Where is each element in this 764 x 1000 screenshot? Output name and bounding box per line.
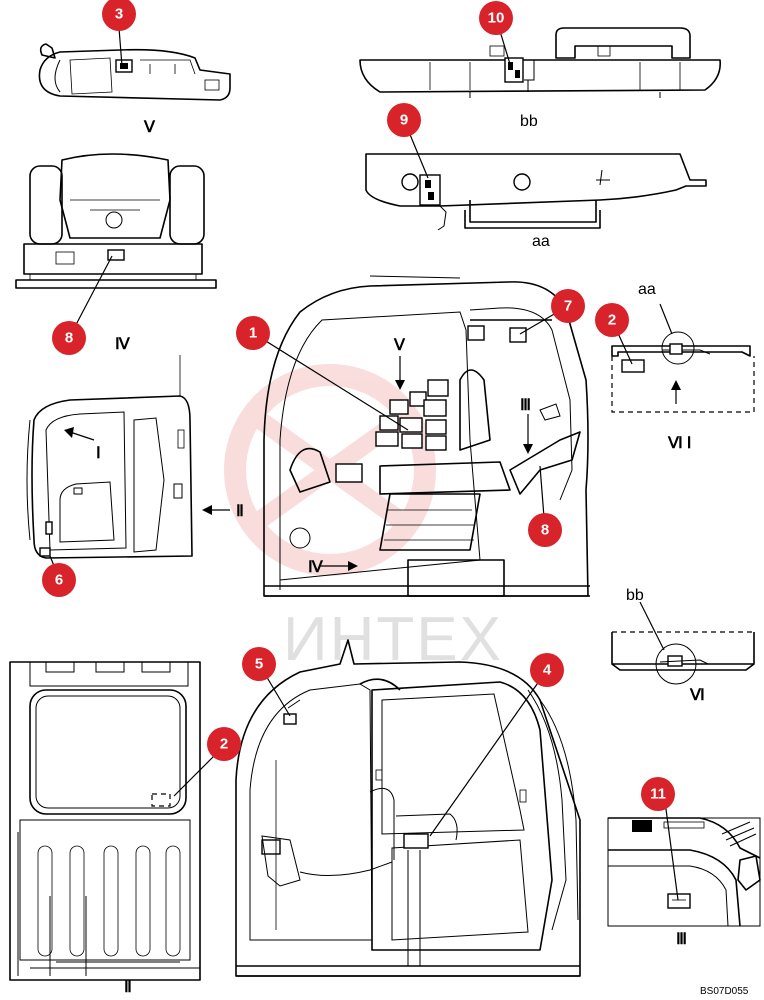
callout-2-top: 2 bbox=[595, 303, 629, 337]
callout-4: 4 bbox=[530, 653, 564, 687]
console-view bbox=[38, 43, 231, 101]
label-iv-seat: Ⅳ bbox=[115, 336, 131, 353]
callout-8-right: 8 bbox=[528, 513, 562, 547]
label-bb-detail: bb bbox=[626, 587, 644, 604]
svg-text:5: 5 bbox=[255, 656, 263, 673]
label-vi-bottom: Ⅵ bbox=[689, 687, 705, 704]
svg-text:2: 2 bbox=[608, 312, 616, 329]
svg-text:9: 9 bbox=[400, 112, 408, 129]
aa-rail-view bbox=[365, 153, 707, 231]
callout-1: 1 bbox=[236, 316, 270, 350]
svg-text:2: 2 bbox=[220, 736, 228, 753]
callout-11: 11 bbox=[641, 777, 675, 811]
callout-2-bottom: 2 bbox=[207, 727, 241, 761]
console-detail-view bbox=[607, 817, 761, 927]
main-cab-view bbox=[263, 275, 590, 597]
label-iv-arrow: Ⅳ bbox=[308, 559, 324, 576]
svg-text:10: 10 bbox=[488, 10, 505, 27]
drawing-code: BS07D055 bbox=[700, 986, 749, 997]
bb-top-view bbox=[359, 27, 722, 98]
label-ii-bottom: Ⅱ bbox=[124, 979, 132, 996]
svg-text:8: 8 bbox=[541, 522, 549, 539]
svg-text:4: 4 bbox=[543, 662, 552, 679]
svg-text:1: 1 bbox=[249, 325, 257, 342]
label-ii-arrow: Ⅱ bbox=[236, 503, 244, 520]
seat-base-view bbox=[15, 153, 217, 289]
label-aa-mid: aa bbox=[532, 233, 550, 250]
rear-panel-view bbox=[9, 661, 215, 981]
label-aa-detail: aa bbox=[638, 281, 656, 298]
label-vi-i: Ⅵ Ⅰ bbox=[667, 435, 691, 452]
callout-5: 5 bbox=[242, 647, 276, 681]
callout-10: 10 bbox=[479, 1, 513, 35]
callout-7: 7 bbox=[551, 289, 585, 323]
label-v-console: Ⅴ bbox=[143, 119, 156, 136]
aa-detail-view bbox=[611, 303, 755, 413]
callout-8-left: 8 bbox=[52, 321, 86, 355]
bb-detail-view bbox=[611, 601, 755, 685]
svg-text:3: 3 bbox=[115, 6, 123, 23]
callout-leaders bbox=[49, 17, 679, 901]
callout-9: 9 bbox=[387, 103, 421, 137]
callout-6: 6 bbox=[42, 563, 76, 597]
svg-text:8: 8 bbox=[65, 330, 73, 347]
label-iii-bottom: Ⅲ bbox=[676, 931, 687, 948]
decal-stack bbox=[375, 379, 449, 451]
door-side-view bbox=[26, 355, 230, 559]
callout-3: 3 bbox=[102, 0, 136, 31]
label-v-arrow: Ⅴ bbox=[393, 337, 406, 354]
svg-text:11: 11 bbox=[650, 786, 666, 803]
label-bb-top: bb bbox=[520, 113, 538, 130]
label-iii-arrow: Ⅲ bbox=[520, 397, 531, 414]
svg-text:7: 7 bbox=[564, 298, 572, 315]
rear-cab-view bbox=[235, 639, 581, 977]
svg-text:6: 6 bbox=[55, 572, 63, 589]
label-i-arrow: Ⅰ bbox=[96, 445, 101, 462]
